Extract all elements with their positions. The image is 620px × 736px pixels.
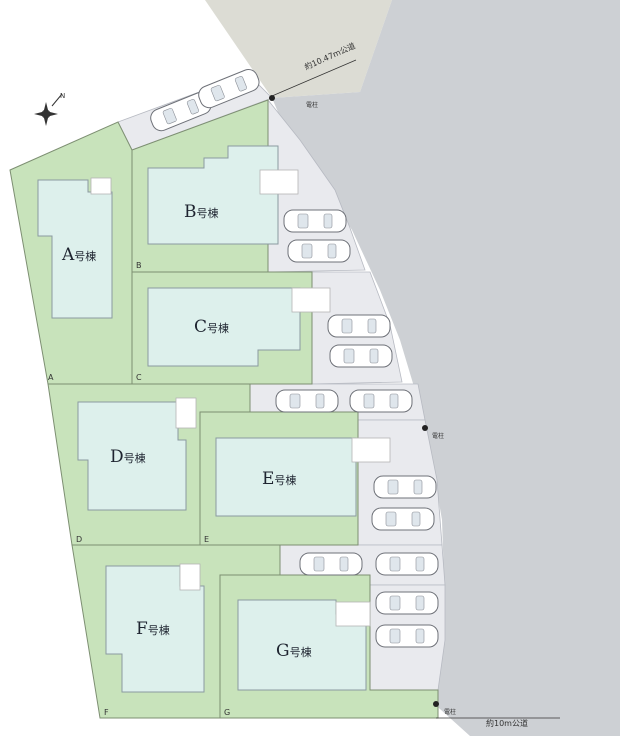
building-c-name: C号棟 <box>194 317 229 337</box>
public-road-main <box>272 0 620 736</box>
parked-car-icon <box>327 314 391 338</box>
building-d-name: D号棟 <box>110 447 146 467</box>
utility-pole-label: 電柱 <box>306 101 318 109</box>
utility-pole-label: 電柱 <box>432 432 444 440</box>
building-e-footprint <box>215 437 357 517</box>
lot-label-b: B <box>136 261 142 270</box>
lot-label-d: D <box>76 535 82 544</box>
parked-car-icon <box>275 389 339 413</box>
utility-pole-icon <box>433 701 439 707</box>
lot-label-a: A <box>48 373 54 382</box>
utility-pole-icon <box>422 425 428 431</box>
entrance-steps <box>90 169 391 627</box>
building-a-name: A号棟 <box>61 245 96 265</box>
lot-label-g: G <box>224 708 230 717</box>
lot-label-c: C <box>136 373 142 382</box>
building-a-footprint <box>37 179 113 319</box>
south-road-label: 約10m公道 <box>486 718 528 728</box>
parked-car-icon <box>375 552 439 576</box>
building-b-name: B号棟 <box>184 202 219 222</box>
parked-car-icon <box>349 389 413 413</box>
building-b-footprint <box>147 145 279 245</box>
parked-car-icon <box>371 507 435 531</box>
utility-pole-icon <box>269 95 275 101</box>
parked-car-icon <box>299 552 363 576</box>
building-f-name: F号棟 <box>136 619 170 639</box>
lot-label-f: F <box>104 708 109 717</box>
compass-north-mark: N <box>60 92 65 100</box>
parked-car-icon <box>283 209 347 233</box>
utility-pole-label: 電柱 <box>444 708 456 716</box>
parked-car-icon <box>198 68 260 109</box>
building-g-name: G号棟 <box>276 641 312 661</box>
upper-road-area <box>205 0 392 98</box>
parked-cars <box>150 68 439 648</box>
parked-car-icon <box>287 239 351 263</box>
parked-car-icon <box>375 624 439 648</box>
lot-label-e: E <box>204 535 209 544</box>
parked-car-icon <box>375 591 439 615</box>
parked-car-icon <box>329 344 393 368</box>
parked-car-icon <box>373 475 437 499</box>
compass-rose-icon: N <box>34 92 65 126</box>
building-e-name: E号棟 <box>262 469 296 489</box>
